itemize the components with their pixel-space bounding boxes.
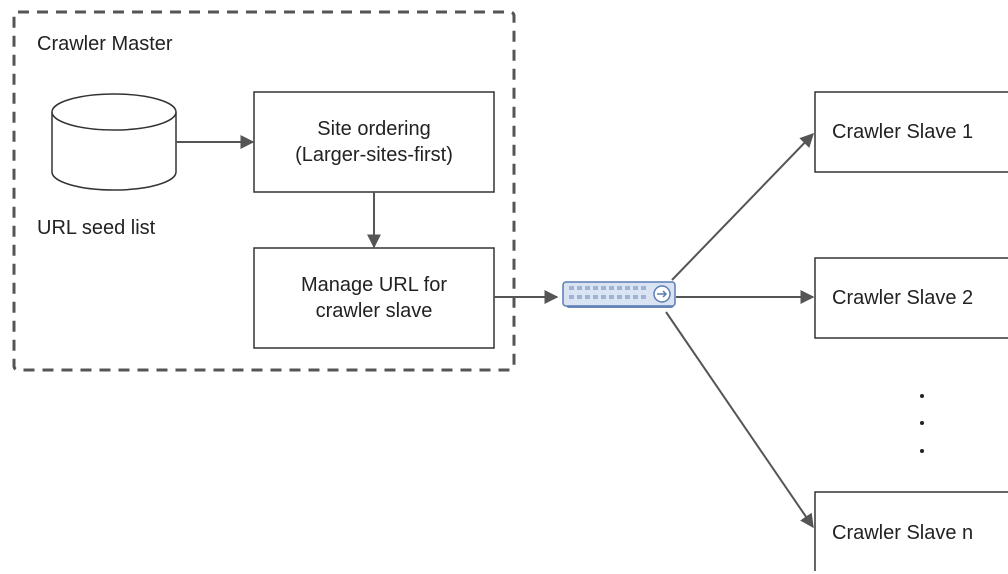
crawler-slave-n-box [814,491,1008,571]
url-seed-database-icon [51,93,177,191]
crawler-slave-1-box [814,91,1008,173]
manage-url-label: Manage URL for crawler slave [254,248,494,348]
manage-url-line-1: Manage URL for [301,274,447,296]
url-seed-list-label: URL seed list [37,217,156,239]
arrow-switch-to-slave-n [665,311,814,529]
crawler-slave-2-label: Crawler Slave 2 [832,286,974,309]
more-slaves-ellipsis [920,394,924,453]
site-ordering-box [253,91,495,193]
arrow-switch-to-slave-1 [671,132,814,281]
site-ordering-line-2: (Larger-sites-first) [295,144,453,166]
crawler-master-title: Crawler Master [37,33,173,55]
site-ordering-label: Site ordering (Larger-sites-first) [254,92,494,192]
crawler-slave-1-label: Crawler Slave 1 [832,120,974,143]
site-ordering-line-1: Site ordering [317,118,431,140]
crawler-master-container [12,10,516,372]
crawler-slave-n-label: Crawler Slave n [832,521,974,544]
manage-url-box [253,247,495,349]
crawler-slave-2-box [814,257,1008,339]
network-switch-icon [562,281,676,308]
manage-url-line-2: crawler slave [315,300,433,322]
